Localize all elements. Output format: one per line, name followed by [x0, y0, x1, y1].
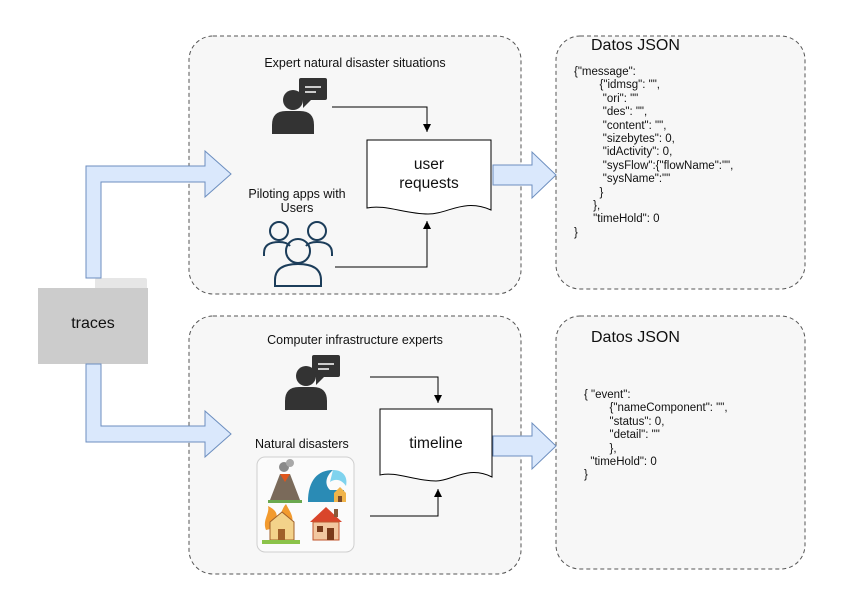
json-bottom-panel — [555, 315, 806, 570]
json-bottom-line: {"nameComponent": "", — [584, 402, 728, 415]
json-bottom-line: "detail": "" — [584, 429, 660, 442]
json-top-line: "sysName":"" — [574, 173, 671, 186]
doc-to-json-bottom-arrow — [492, 421, 557, 471]
volcano-icon — [268, 459, 302, 503]
connector-users-top — [335, 221, 431, 268]
json-bottom-line: "timeHold": 0 — [584, 456, 657, 469]
doc-to-json-top-arrow — [492, 150, 557, 200]
json-top-line: {"message": — [574, 66, 636, 78]
json-top-line: } — [574, 226, 578, 239]
infrastructure-experts-label: Computer infrastructure experts — [267, 333, 443, 347]
json-top-code: {"message": {"idmsg": "", "ori": "" "des… — [574, 66, 733, 240]
tsunami-icon — [308, 470, 347, 502]
json-top-line: {"idmsg": "", — [574, 79, 660, 92]
json-top-line: }, — [574, 200, 601, 213]
expert-icon-bottom — [285, 355, 340, 410]
user-requests-document — [366, 139, 492, 215]
connector-expert-top — [332, 106, 431, 132]
json-bottom-title: Datos JSON — [591, 329, 680, 346]
piloting-apps-label-line1: Piloting apps with — [248, 187, 346, 201]
json-bottom-code: { "event": {"nameComponent": "", "status… — [584, 389, 728, 483]
json-top-line: "ori": "" — [574, 92, 639, 105]
json-top-line: "des": "", — [574, 106, 648, 119]
users-icon — [263, 221, 333, 287]
json-top-line: } — [574, 186, 604, 199]
natural-disasters-label: Natural disasters — [255, 437, 349, 451]
json-bottom-line: } — [584, 469, 588, 482]
timeline-document — [379, 408, 493, 482]
json-top-line: "sizebytes": 0, — [574, 133, 675, 146]
folder-to-top-arrow — [85, 149, 232, 279]
user-requests-label: user requests — [367, 155, 491, 193]
natural-disasters-icons — [256, 456, 355, 553]
folder-to-bottom-arrow — [85, 363, 232, 459]
json-top-line: "idActivity": 0, — [574, 146, 673, 159]
json-top-line: "sysFlow":{"flowName":"", — [574, 159, 734, 172]
json-bottom-line: }, — [584, 442, 617, 455]
expert-situations-label: Expert natural disaster situations — [264, 56, 446, 70]
connector-expert-bottom — [370, 376, 442, 403]
folder-label: traces — [71, 315, 115, 332]
user-requests-label-line1: user — [413, 156, 445, 173]
damaged-house-icon — [310, 507, 342, 541]
piloting-apps-label: Piloting apps with Users — [222, 187, 372, 215]
piloting-apps-label-line2: Users — [280, 201, 314, 215]
house-fire-icon — [262, 504, 300, 544]
json-top-panel — [555, 35, 806, 290]
top-panel — [188, 35, 522, 295]
connector-disasters-bottom — [370, 489, 442, 517]
json-bottom-line: "status": 0, — [584, 415, 665, 428]
timeline-label: timeline — [409, 435, 463, 452]
expert-icon-top — [272, 78, 327, 134]
folder-icon — [38, 278, 148, 364]
json-top-line: "content": "", — [574, 119, 667, 132]
user-requests-label-line2: requests — [399, 175, 459, 192]
json-bottom-line: { "event": — [584, 389, 631, 401]
json-top-title: Datos JSON — [591, 37, 680, 54]
json-top-line: "timeHold": 0 — [574, 213, 660, 226]
